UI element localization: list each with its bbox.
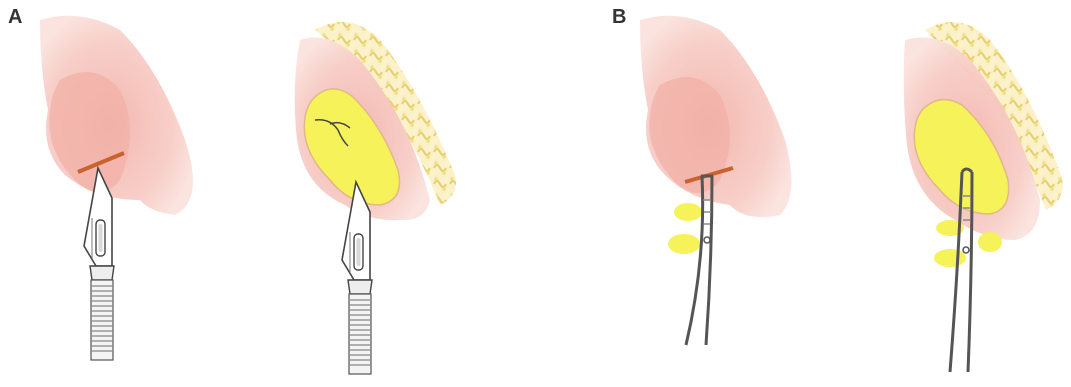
skin-bulge [649,77,730,193]
panel-b-step-1 [640,16,791,345]
pus-droplet [668,234,700,254]
panel-b-step-2 [904,22,1063,372]
pus-droplet [978,232,1002,252]
scalpel-icon [84,168,114,360]
scalpel-icon [342,182,372,374]
panel-a-step-1 [40,16,193,360]
skin-bulge [49,72,130,193]
hemostat-forceps-icon [686,176,713,345]
pus-droplet [674,203,702,221]
panel-a-step-2 [295,22,456,374]
pus-droplet [934,249,966,267]
